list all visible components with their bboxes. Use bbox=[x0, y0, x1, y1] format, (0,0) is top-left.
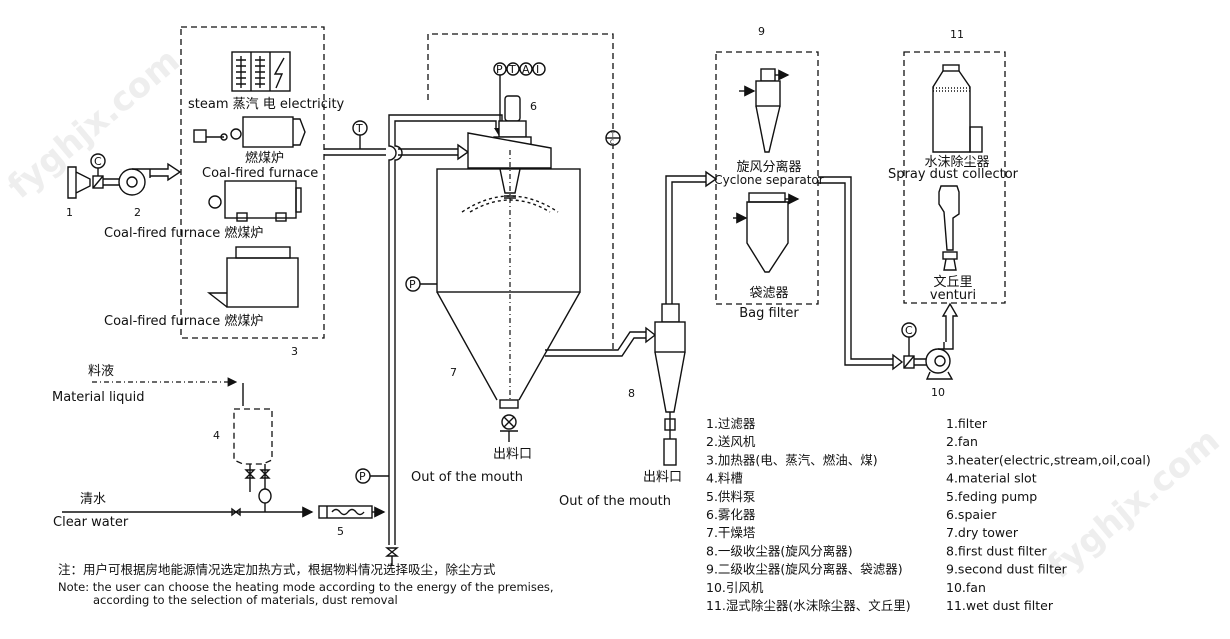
legend-item: 3.加热器(电、蒸汽、燃油、煤) bbox=[706, 452, 878, 467]
temperature-t-label: T bbox=[355, 122, 363, 135]
clear-water-en: Clear water bbox=[53, 515, 129, 530]
ptai-instruments: P T A I bbox=[493, 62, 546, 128]
cyclone-8 bbox=[654, 303, 686, 466]
fan-10: C bbox=[901, 302, 959, 380]
legend-item: 7.干燥塔 bbox=[706, 525, 756, 540]
coal-furnace-3 bbox=[206, 246, 299, 308]
label-5: 5 bbox=[337, 525, 344, 538]
filter9-to-fan-pipe bbox=[818, 176, 893, 366]
legend-item: 6.spaier bbox=[946, 507, 997, 522]
dry-tower-7 bbox=[436, 150, 581, 442]
filter-1: C bbox=[67, 153, 120, 199]
material-tank-4 bbox=[233, 408, 273, 512]
wet-dust-filter-group-11 bbox=[903, 51, 1006, 304]
label-3: 3 bbox=[291, 345, 298, 358]
legend-item: 10.fan bbox=[946, 580, 986, 595]
label-10: 10 bbox=[931, 386, 945, 399]
legend-item: 4.料槽 bbox=[706, 471, 743, 486]
note-cn: 注：用户可根据房地能源情况选定加热方式，根据物料情况选择吸尘，除尘方式 bbox=[58, 562, 496, 577]
legend-chinese: 1.过滤器 2.送风机 3.加热器(电、蒸汽、燃油、煤) 4.料槽 5.供料泵 6.雾化器… bbox=[706, 416, 911, 613]
ptai-i: I bbox=[536, 63, 539, 76]
legend-item: 5.供料泵 bbox=[706, 489, 755, 504]
cyclone-outlet-cn: 出料口 bbox=[643, 470, 682, 485]
coal-furnace-1 bbox=[193, 116, 306, 148]
cyclone8-to-9-pipe bbox=[665, 175, 708, 304]
legend-item: 11.wet dust filter bbox=[946, 598, 1054, 613]
label-7: 7 bbox=[450, 366, 457, 379]
furnace2-label: Coal-fired furnace 燃煤炉 bbox=[104, 225, 263, 241]
legend-item: 6.雾化器 bbox=[706, 507, 756, 522]
legend-english: 1.filter 2.fan 3.heater(electric,stream,oi… bbox=[946, 416, 1151, 613]
feeding-pump-5 bbox=[318, 505, 386, 519]
label-11: 11 bbox=[950, 28, 964, 41]
legend-item: 1.过滤器 bbox=[706, 416, 756, 431]
legend-item: 3.heater(electric,stream,oil,coal) bbox=[946, 452, 1151, 467]
tower-outlet-cn: 出料口 bbox=[493, 447, 532, 462]
note-en-line1: Note: the user can choose the heating mo… bbox=[58, 580, 554, 594]
ptai-t: T bbox=[508, 63, 516, 76]
furnace3-label: Coal-fired furnace 燃煤炉 bbox=[104, 313, 263, 329]
watermark: fyghjx.com bbox=[1040, 421, 1227, 587]
cyclone-en-label: Cyclone separator bbox=[714, 173, 823, 187]
spray-dust-collector bbox=[932, 64, 983, 153]
legend-item: 4.material slot bbox=[946, 471, 1037, 486]
bag-filter-en-label: Bag filter bbox=[739, 306, 799, 321]
bag-filter-cn-label: 袋滤器 bbox=[749, 286, 788, 301]
ptai-a: A bbox=[522, 63, 530, 76]
feed-pipe bbox=[388, 114, 503, 545]
steam-electric-heater-icon bbox=[231, 51, 291, 92]
legend-item: 1.filter bbox=[946, 416, 988, 431]
hot-air-pipe bbox=[324, 148, 458, 156]
label-2: 2 bbox=[134, 206, 141, 219]
cyclone-separator bbox=[739, 68, 790, 153]
ptai-p: P bbox=[496, 63, 503, 76]
heater-group-3 bbox=[180, 26, 325, 339]
legend-item: 2.fan bbox=[946, 434, 978, 449]
tc-c-label: C bbox=[610, 139, 614, 146]
second-dust-filter-group-9 bbox=[715, 51, 819, 305]
pressure-p-label: P bbox=[359, 470, 366, 483]
coal-furnace-2 bbox=[208, 180, 302, 222]
label-8: 8 bbox=[628, 387, 635, 400]
bag-filter bbox=[733, 192, 800, 273]
cyclone-cn-label: 旋风分离器 bbox=[736, 159, 801, 175]
legend-item: 5.feding pump bbox=[946, 489, 1037, 504]
note-en-line2: according to the selection of materials,… bbox=[93, 593, 398, 607]
label-6: 6 bbox=[530, 100, 537, 113]
fan10-controller-c: C bbox=[905, 324, 913, 337]
venturi-en-label: venturi bbox=[930, 288, 976, 303]
controller-c-label: C bbox=[94, 155, 102, 168]
legend-item: 7.dry tower bbox=[946, 525, 1019, 540]
label-1: 1 bbox=[66, 206, 73, 219]
label-4: 4 bbox=[213, 429, 220, 442]
tc-t-label: T bbox=[610, 132, 615, 139]
label-9: 9 bbox=[758, 25, 765, 38]
legend-item: 8.first dust filter bbox=[946, 543, 1048, 558]
tower-dashed-boundary bbox=[427, 33, 614, 352]
spray-collector-cn-label: 水沫除尘器 bbox=[924, 155, 989, 170]
cyclone-outlet-en: Out of the mouth bbox=[559, 494, 671, 509]
spray-collector-en-label: Spray dust collector bbox=[888, 167, 1019, 182]
tower-pressure-p-label: P bbox=[409, 278, 416, 291]
tower-outlet-en: Out of the mouth bbox=[411, 470, 523, 485]
clear-water-cn: 清水 bbox=[80, 492, 106, 507]
legend-item: 9.second dust filter bbox=[946, 562, 1068, 577]
material-liquid-en: Material liquid bbox=[52, 390, 145, 405]
furnace1-cn-label: 燃煤炉 bbox=[245, 150, 284, 166]
material-liquid-cn: 料液 bbox=[88, 364, 114, 379]
fan-2 bbox=[118, 162, 182, 196]
legend-item: 2.送风机 bbox=[706, 434, 756, 449]
legend-item: 8.一级收尘器(旋风分离器) bbox=[706, 543, 853, 558]
tower-to-cyclone-pipe bbox=[545, 331, 648, 357]
steam-electricity-label: steam 蒸汽 电 electricity bbox=[188, 97, 345, 112]
legend-item: 11.湿式除尘器(水沫除尘器、文丘里) bbox=[706, 598, 911, 613]
legend-item: 10.引风机 bbox=[706, 580, 764, 595]
furnace1-en-label: Coal-fired furnace bbox=[202, 166, 318, 181]
venturi-cn-label: 文丘里 bbox=[933, 275, 972, 290]
legend-item: 9.二级收尘器(旋风分离器、袋滤器) bbox=[706, 562, 903, 577]
venturi bbox=[938, 185, 960, 271]
